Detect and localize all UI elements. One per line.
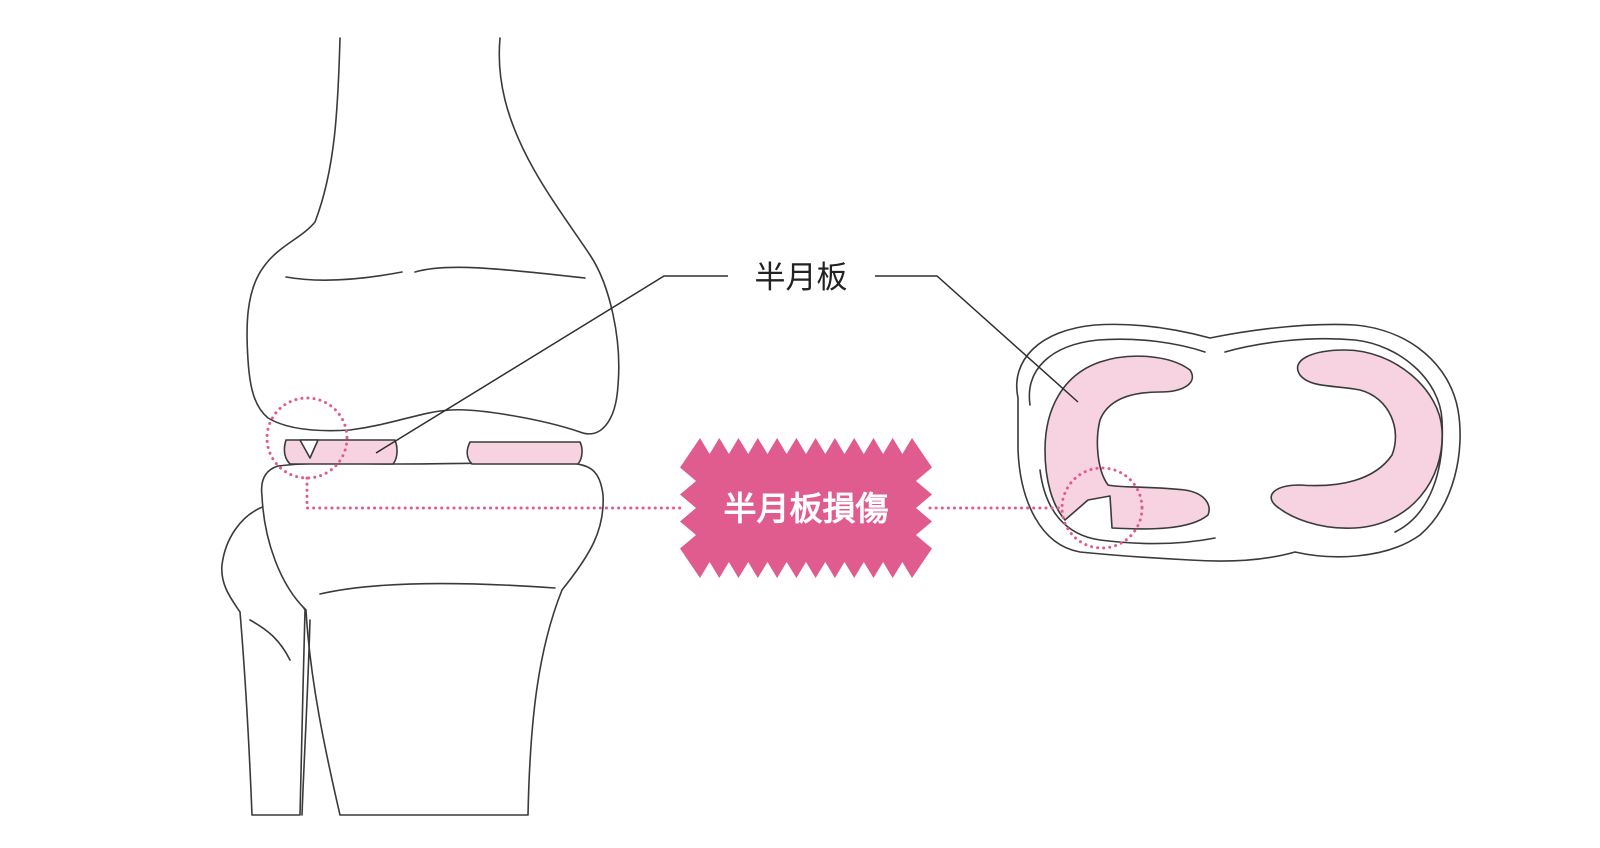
femur-condyle-line-right: [414, 266, 586, 279]
lateral-meniscus-top: [1270, 349, 1443, 529]
leader-line-right: [875, 275, 1079, 403]
injury-highlights: [265, 396, 1144, 550]
tibial-plateau-inner-outline-right: [1224, 337, 1444, 533]
injury-connector-left: [305, 476, 682, 510]
femur-condyle-line-left: [285, 271, 403, 281]
leader-line-left: [375, 275, 728, 454]
fibula-head-line: [249, 619, 291, 661]
meniscus-tear-notch: [299, 439, 319, 459]
tibia-shaft-line: [319, 582, 556, 595]
injury-circle-knee: [265, 396, 349, 480]
femur-bone: [246, 37, 620, 435]
meniscus-label: 半月板: [755, 260, 848, 296]
tibial-plateau-inner-outline: [1028, 338, 1206, 406]
tibial-plateau-inner-outline-bottom: [1039, 469, 1216, 545]
injury-circle-top-view: [1060, 466, 1144, 550]
injury-badge: 半月板損傷: [680, 438, 932, 578]
lateral-meniscus-front: [466, 441, 583, 465]
tibia-inner-line: [301, 619, 311, 816]
tibia-bone: [260, 461, 604, 816]
meniscus-leader-lines: [375, 275, 1079, 454]
injury-badge-shape: [680, 438, 932, 578]
injury-badge-label: 半月板損傷: [724, 489, 889, 528]
meniscus-top-view-illustration: [1015, 323, 1461, 562]
medial-meniscus-top: [1044, 355, 1210, 530]
knee-joint-illustration: [221, 37, 620, 816]
